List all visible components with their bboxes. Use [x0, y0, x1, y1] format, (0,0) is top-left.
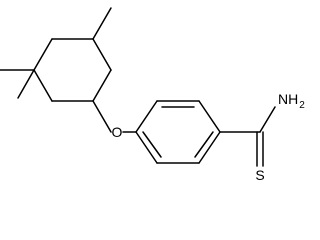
benzene-bond	[135, 100, 158, 133]
methyl-bond	[92, 7, 112, 40]
amine-label-subscript: 2	[299, 100, 305, 111]
benzene-ring	[135, 100, 221, 164]
methyl-bond	[17, 69, 35, 99]
carbon-nitrogen-bond	[259, 106, 276, 133]
ring-bond	[33, 69, 53, 102]
benzene-bond	[198, 100, 221, 133]
ring-bond	[92, 38, 112, 71]
oxygen-label: O	[112, 124, 123, 140]
thioamide-group: NH2 S	[219, 91, 305, 183]
ring-bond	[33, 38, 53, 71]
amine-label: NH2	[278, 91, 305, 111]
sulfur-label: S	[255, 167, 264, 183]
molecule-canvas: O NH2 S	[0, 7, 306, 183]
structure-diagram: O NH2 S	[0, 7, 305, 183]
cyclohexane-ring	[33, 38, 112, 102]
amine-label-main: NH	[278, 91, 298, 107]
ether-linkage: O	[92, 100, 137, 140]
ring-to-oxygen-bond	[92, 100, 112, 133]
ring-bond	[92, 69, 112, 102]
benzene-bond	[198, 131, 221, 164]
methyl-groups	[0, 7, 112, 99]
benzene-bond	[135, 131, 158, 164]
aromatic-double-bond	[142, 131, 162, 158]
aromatic-double-bond	[194, 131, 214, 158]
